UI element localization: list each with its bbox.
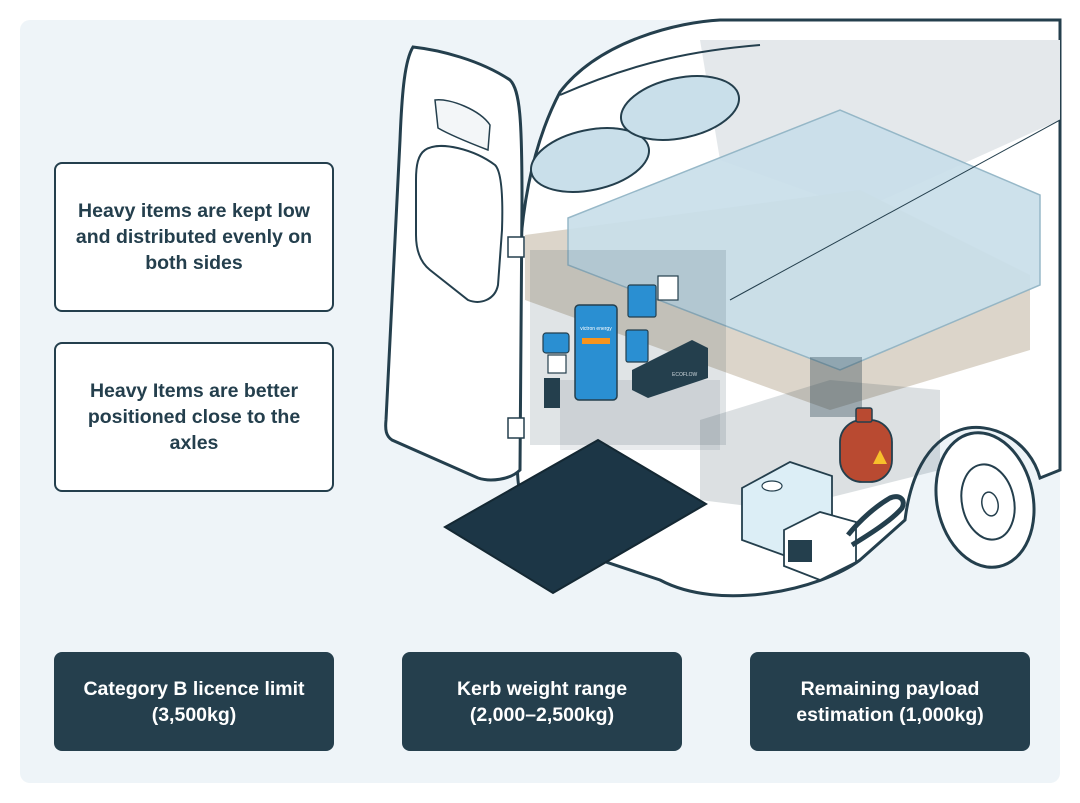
victron-label: victron energy (580, 326, 612, 332)
door-hinge-bottom (507, 417, 525, 439)
rear-door-handle-recess (434, 99, 491, 152)
mattress-edge-line (729, 119, 1061, 301)
battery-monitor (547, 354, 567, 374)
heater-vent (788, 540, 812, 562)
charge-controller-display (582, 338, 610, 344)
stat-licence-limit: Category B licence limit (3,500kg) (54, 652, 334, 751)
wheel-center (981, 491, 999, 517)
van-roof-line (559, 44, 761, 96)
leisure-battery (632, 340, 708, 398)
water-tank-cap (761, 480, 783, 492)
mattress (567, 109, 1041, 371)
fuse-box (544, 378, 560, 408)
solar-charge-controller (574, 304, 618, 401)
stat-remaining-payload: Remaining payload estimation (1,000kg) (750, 652, 1030, 751)
note-heavy-items-low: Heavy items are kept low and distributed… (54, 162, 334, 312)
note-heavy-items-axles: Heavy Items are better positioned close … (54, 342, 334, 492)
gas-bottle (839, 419, 893, 483)
gas-warning-icon (873, 450, 887, 464)
small-controller (542, 332, 570, 354)
diesel-heater (783, 511, 857, 581)
gas-bottle-valve (855, 407, 873, 423)
battery-brand-label: ECOFLOW (672, 372, 698, 378)
wheel-well-box (810, 357, 862, 417)
dc-charger (625, 329, 649, 363)
stat-kerb-weight: Kerb weight range (2,000–2,500kg) (402, 652, 682, 751)
door-hinge-top (507, 236, 525, 258)
rear-door-window (415, 145, 504, 303)
battery-protect (657, 275, 679, 301)
pillow-right (619, 75, 741, 141)
pillow-left (529, 127, 651, 193)
water-pipes (846, 494, 906, 548)
smart-shunt (627, 284, 657, 318)
floor-mat (443, 438, 708, 595)
